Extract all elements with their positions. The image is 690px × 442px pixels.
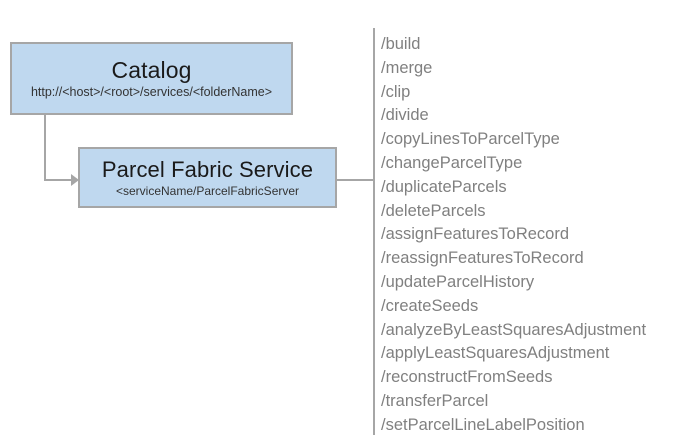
operation-item[interactable]: /clip <box>381 82 411 101</box>
catalog-node-subtitle: http://<host>/<root>/services/<folderNam… <box>30 85 273 99</box>
operation-item[interactable]: /transferParcel <box>381 391 489 410</box>
parcel-fabric-service-node-subtitle: <serviceName/ParcelFabricServer <box>115 183 300 198</box>
operation-item[interactable]: /applyLeastSquaresAdjustment <box>381 344 610 363</box>
operation-item[interactable]: /merge <box>381 58 433 77</box>
operation-item[interactable]: /build <box>381 35 421 53</box>
connector-catalog-vertical-segment <box>44 113 46 181</box>
parcel-fabric-service-node-title: Parcel Fabric Service <box>101 156 314 182</box>
operations-list: /build/merge/clip/divide/copyLinesToParc… <box>381 33 681 438</box>
connector-service-to-operations <box>337 179 375 181</box>
operation-item[interactable]: /duplicateParcels <box>381 177 507 196</box>
operation-item[interactable]: /setParcelLineLabelPosition <box>381 415 585 434</box>
operation-item[interactable]: /copyLinesToParcelType <box>381 130 560 149</box>
operation-item[interactable]: /updateParcelHistory <box>381 272 535 291</box>
parcel-fabric-service-node: Parcel Fabric Service <serviceName/Parce… <box>78 147 337 208</box>
operation-item[interactable]: /deleteParcels <box>381 201 486 220</box>
operation-item[interactable]: /reassignFeaturesToRecord <box>381 249 584 268</box>
operations-divider-line <box>373 28 375 435</box>
operation-item[interactable]: /divide <box>381 106 429 125</box>
catalog-node-title: Catalog <box>111 57 192 83</box>
operation-item[interactable]: /changeParcelType <box>381 153 523 172</box>
operation-item[interactable]: /createSeeds <box>381 296 479 315</box>
catalog-node: Catalog http://<host>/<root>/services/<f… <box>10 42 293 115</box>
arrowhead-icon <box>71 174 79 186</box>
operation-item[interactable]: /assignFeaturesToRecord <box>381 225 570 244</box>
operation-item[interactable]: /reconstructFromSeeds <box>381 368 553 387</box>
operation-item[interactable]: /analyzeByLeastSquaresAdjustment <box>381 320 647 339</box>
connector-catalog-horizontal-segment <box>44 179 73 181</box>
